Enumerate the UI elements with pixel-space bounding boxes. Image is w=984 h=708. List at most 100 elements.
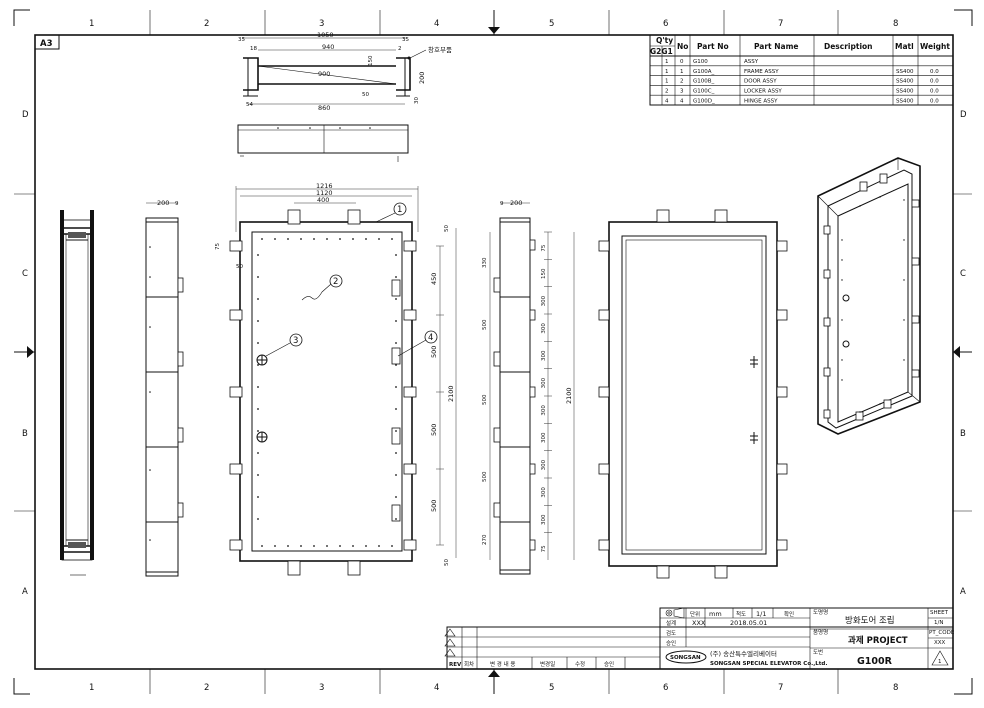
tb-drawing-name-label: 도명명 — [813, 609, 828, 616]
tb-company-kr: (주) 송산특수엘리베이터 — [710, 649, 777, 658]
parts-cell-no: 1 — [680, 69, 684, 75]
parts-cell-qty: 1 — [665, 59, 669, 65]
side-right-dim-500b: 500 — [482, 394, 488, 405]
side-left-dim-200: 200 — [157, 199, 169, 207]
tb-sheet-value: 1/N — [934, 620, 943, 626]
front-view: 1216 1120 400 — [215, 182, 457, 576]
front-dim-1216: 1216 — [316, 182, 333, 190]
side-right-dim-seg: 300 — [541, 432, 547, 443]
parts-cell-no: 4 — [680, 98, 684, 104]
parts-cell-no: 2 — [680, 79, 684, 85]
side-right-dim-2100: 2100 — [565, 387, 573, 404]
parts-cell-partno: G100D_ — [693, 98, 715, 104]
side-right-dim-seg: 75 — [541, 545, 547, 552]
left-edge-view — [60, 210, 94, 576]
front-dim-1120: 1120 — [316, 189, 333, 197]
svg-text:1: 1 — [397, 205, 402, 215]
svg-text:2: 2 — [333, 277, 338, 287]
side-right-dim-seg: 150 — [541, 268, 547, 279]
parts-cell-matl: SS400 — [896, 79, 914, 85]
parts-cell-partname: FRAME ASSY — [744, 69, 779, 75]
tb-unit-label: 단위 — [690, 610, 700, 618]
zone-ticks — [14, 10, 972, 694]
zone-col-label: 5 — [549, 683, 554, 693]
side-right-dim-9: 9 — [500, 201, 504, 207]
parts-header-weight: Weight — [920, 42, 950, 51]
parts-cell-qty: 1 — [665, 69, 669, 75]
tb-rev-h0: 회차 — [464, 660, 474, 668]
parts-header-no: No — [677, 42, 688, 51]
side-view-right: 200 9 330 500 500 500 270 75150300300300… — [482, 199, 575, 575]
zone-col-label: 8 — [893, 683, 898, 693]
side-left-dim-9: 9 — [175, 201, 179, 207]
balloon-4: 4 — [397, 330, 438, 357]
parts-cell-no: 0 — [680, 59, 684, 65]
top-dim-30: 30 — [414, 97, 420, 104]
title-block: 단위 mm 척도 1/1 확인 설계 XXX 2018.05.01 검도 승인 … — [444, 607, 955, 670]
zone-col-label: 6 — [663, 19, 668, 29]
parts-cell-partno: G100C_ — [693, 88, 715, 94]
tb-drawn-label: 설계 — [666, 619, 676, 627]
front-dim-50c: 50 — [444, 559, 450, 566]
parts-cell-no: 3 — [680, 88, 684, 94]
tb-check-label: 검도 — [666, 630, 676, 637]
top-dim-900: 900 — [318, 70, 330, 78]
parts-cell-partno: G100B_ — [693, 79, 715, 85]
parts-cell-matl: SS400 — [896, 69, 914, 75]
tb-drawing-no-label: 도번 — [813, 648, 823, 656]
front-dim-450: 450 — [430, 273, 438, 285]
side-right-dim-500c: 500 — [482, 471, 488, 482]
zone-row-label: C — [22, 269, 28, 279]
parts-cell-weight: 0.0 — [930, 88, 939, 94]
side-view-left: 200 9 — [145, 199, 184, 577]
side-right-dim-seg: 300 — [541, 295, 547, 306]
side-right-dim-seg: 300 — [541, 323, 547, 334]
parts-cell-partname: DOOR ASSY — [744, 79, 777, 85]
tb-project-label: 품명명 — [813, 629, 828, 636]
side-right-dim-500a: 500 — [482, 319, 488, 330]
zone-row-label: B — [22, 429, 28, 439]
sheet-size-label: A3 — [40, 39, 53, 49]
side-right-dim-seg: 300 — [541, 377, 547, 388]
parts-header-desc: Description — [824, 42, 873, 51]
zone-col-label: 4 — [434, 683, 439, 693]
svg-text:4: 4 — [428, 333, 433, 343]
zone-row-label: A — [22, 587, 28, 597]
parts-qty-sub: G2G1 — [650, 47, 673, 56]
parts-cell-partname: LOCKER ASSY — [744, 88, 782, 94]
parts-cell-qty: 1 — [665, 79, 669, 85]
zone-col-label: 7 — [778, 19, 783, 29]
front-dim-2100: 2100 — [447, 385, 455, 402]
parts-cell-qty: 4 — [665, 98, 669, 104]
balloon-2: 2 — [301, 274, 343, 301]
tb-code-value: XXX — [934, 640, 946, 646]
front-dim-75: 75 — [215, 243, 221, 250]
side-right-dim-seg: 300 — [541, 405, 547, 416]
top-view: 1050 940 35 35 18 2 900 860 54 150 200 3… — [238, 31, 452, 112]
zone-row-label: D — [960, 110, 967, 120]
side-right-dim-seg: 300 — [541, 459, 547, 470]
top-dim-35a: 35 — [238, 37, 245, 43]
front-dim-50: 50 — [236, 264, 243, 270]
side-right-dim-330: 330 — [482, 257, 488, 268]
zone-row-label: A — [960, 587, 966, 597]
zone-col-label: 1 — [89, 19, 94, 29]
parts-cell-matl: SS400 — [896, 98, 914, 104]
parts-header-partno: Part No — [697, 42, 729, 51]
tb-unit-value: mm — [709, 610, 722, 618]
rear-view — [598, 209, 788, 579]
parts-cell-weight: 0.0 — [930, 98, 939, 104]
centering-marks — [14, 10, 972, 694]
tb-rev-h2: 변경일 — [540, 660, 555, 668]
top-dim-18: 18 — [250, 46, 257, 52]
zone-col-label: 6 — [663, 683, 668, 693]
company-logo: SONGSAN — [665, 650, 707, 664]
tb-rev-h3: 수정 — [575, 661, 585, 668]
tb-date: 2018.05.01 — [730, 619, 767, 627]
